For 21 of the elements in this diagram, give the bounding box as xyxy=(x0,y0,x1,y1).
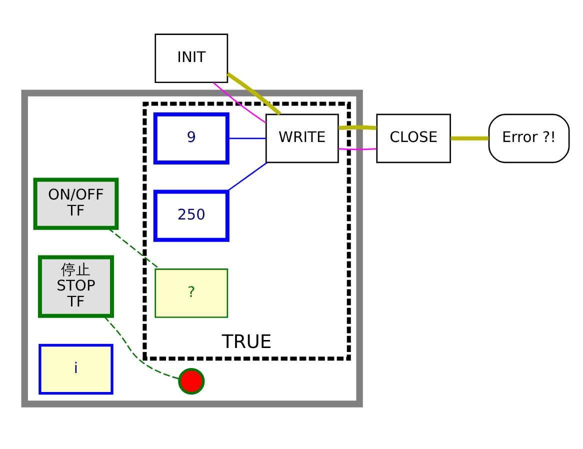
connector xyxy=(338,125,377,130)
connector xyxy=(338,148,377,150)
node-box: 9 xyxy=(153,112,230,164)
connector xyxy=(213,82,266,124)
connector xyxy=(226,72,282,116)
node-box: 停止 STOP TF xyxy=(38,255,114,318)
connector xyxy=(450,136,489,140)
node-box: 250 xyxy=(153,190,230,242)
connector xyxy=(108,228,160,270)
node-box: ? xyxy=(154,268,228,318)
node-box: WRITE xyxy=(265,114,339,164)
cluster xyxy=(21,90,363,408)
node-circle xyxy=(178,368,205,395)
node-box: Error ?! xyxy=(488,114,570,164)
connector xyxy=(226,162,268,192)
node-box: ON/OFF TF xyxy=(33,178,119,230)
node-box: i xyxy=(38,344,114,395)
connector xyxy=(228,138,266,140)
node-box: CLOSE xyxy=(376,114,451,164)
node-box: INIT xyxy=(154,34,228,84)
connector xyxy=(104,316,180,380)
